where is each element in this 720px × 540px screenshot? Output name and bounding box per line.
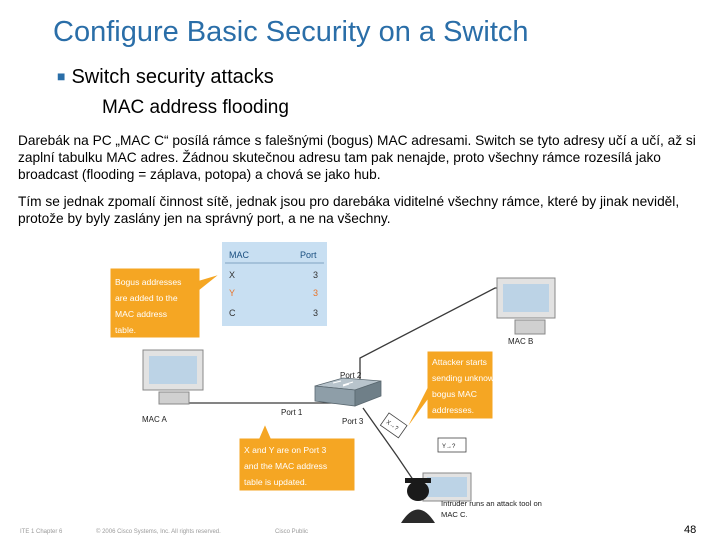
footer-classification: Cisco Public <box>275 529 309 535</box>
callout-line: Bogus addresses <box>115 277 181 287</box>
mac-table-bg <box>222 242 327 326</box>
mac-table-row-port: 3 <box>313 308 318 318</box>
subheading: MAC address flooding <box>102 97 289 118</box>
switch-arrows-icon <box>332 380 354 387</box>
intruder-hat <box>405 478 431 483</box>
slide-title: Configure Basic Security on a Switch <box>53 16 529 48</box>
callout-line: Attacker starts <box>432 357 487 367</box>
mac-table-row-port: 3 <box>313 288 318 298</box>
screen-icon <box>503 284 549 312</box>
intruder-caption: Intruder runs an attack tool on <box>441 499 542 508</box>
envelope-icon <box>379 412 408 439</box>
callout-line: bogus MAC <box>432 389 477 399</box>
attacker-callout: Attacker starts sending unknown bogus MA… <box>404 350 499 432</box>
mac-table: MAC Port X 3 Y 3 C 3 <box>222 242 327 326</box>
xy-callout-box <box>238 422 356 492</box>
link-port1 <box>174 393 335 404</box>
label-mac-b: MAC B <box>508 337 533 346</box>
mac-flooding-diagram: MAC Port X 3 Y 3 C 3 Bogus addresses are… <box>109 242 556 523</box>
mac-table-row-mac: Y <box>229 288 235 298</box>
callout-line: MAC address <box>115 309 167 319</box>
intruder-head <box>407 481 429 501</box>
mac-table-row-mac: C <box>229 308 236 318</box>
callout-line: table is updated. <box>244 477 307 487</box>
frame-envelope-y: Y→? <box>437 437 467 453</box>
mac-table-row-mac: X <box>229 270 235 280</box>
bullet-text: Switch security attacks <box>71 66 274 88</box>
bullet-square-icon: ■ <box>57 68 66 84</box>
callout-line: are added to the <box>115 293 178 303</box>
envelope-icon <box>437 437 467 453</box>
label-mac-a: MAC A <box>142 415 168 424</box>
computer-mac-c <box>422 472 472 502</box>
bullet-item: ■ Switch security attacks <box>57 66 274 89</box>
paragraph-1: Darebák na PC „MAC C“ posílá rámce s fal… <box>18 133 696 182</box>
paragraph-2: Tím se jednak zpomalí činnost sítě, jedn… <box>18 194 680 226</box>
computer-base-icon <box>514 319 546 335</box>
attacker-callout-box <box>404 350 494 432</box>
footer-chapter: ITE 1 Chapter 6 <box>20 529 63 535</box>
mac-table-header-mac: MAC <box>229 250 250 260</box>
bogus-callout: Bogus addresses are added to the MAC add… <box>109 267 221 339</box>
callout-line: sending unknown <box>432 373 499 383</box>
computer-base-icon <box>158 391 190 405</box>
page-number: 48 <box>684 524 697 536</box>
mac-table-header-port: Port <box>300 250 317 260</box>
label-port2: Port 2 <box>340 371 362 380</box>
frame-label-y: Y→? <box>442 444 456 450</box>
switch-icon <box>314 377 382 407</box>
label-port3: Port 3 <box>342 417 364 426</box>
computer-mac-b: MAC B <box>496 277 556 346</box>
computer-mac-a: MAC A <box>142 349 204 424</box>
intruder-body <box>401 509 435 523</box>
screen-icon <box>427 477 467 497</box>
xy-callout: X and Y are on Port 3 and the MAC addres… <box>238 422 356 492</box>
callout-line: table. <box>115 325 136 335</box>
callout-line: and the MAC address <box>244 461 327 471</box>
screen-icon <box>149 356 197 384</box>
bogus-callout-box <box>109 267 221 339</box>
switch-side <box>354 380 382 407</box>
callout-line: addresses. <box>432 405 474 415</box>
intruder-icon <box>401 478 435 523</box>
intruder-caption: MAC C. <box>441 510 468 519</box>
mac-table-row-port: 3 <box>313 270 318 280</box>
footer-copyright: © 2006 Cisco Systems, Inc. All rights re… <box>96 529 221 535</box>
label-port1: Port 1 <box>281 408 303 417</box>
callout-line: X and Y are on Port 3 <box>244 445 327 455</box>
frame-envelope-x: X→? <box>379 412 408 439</box>
